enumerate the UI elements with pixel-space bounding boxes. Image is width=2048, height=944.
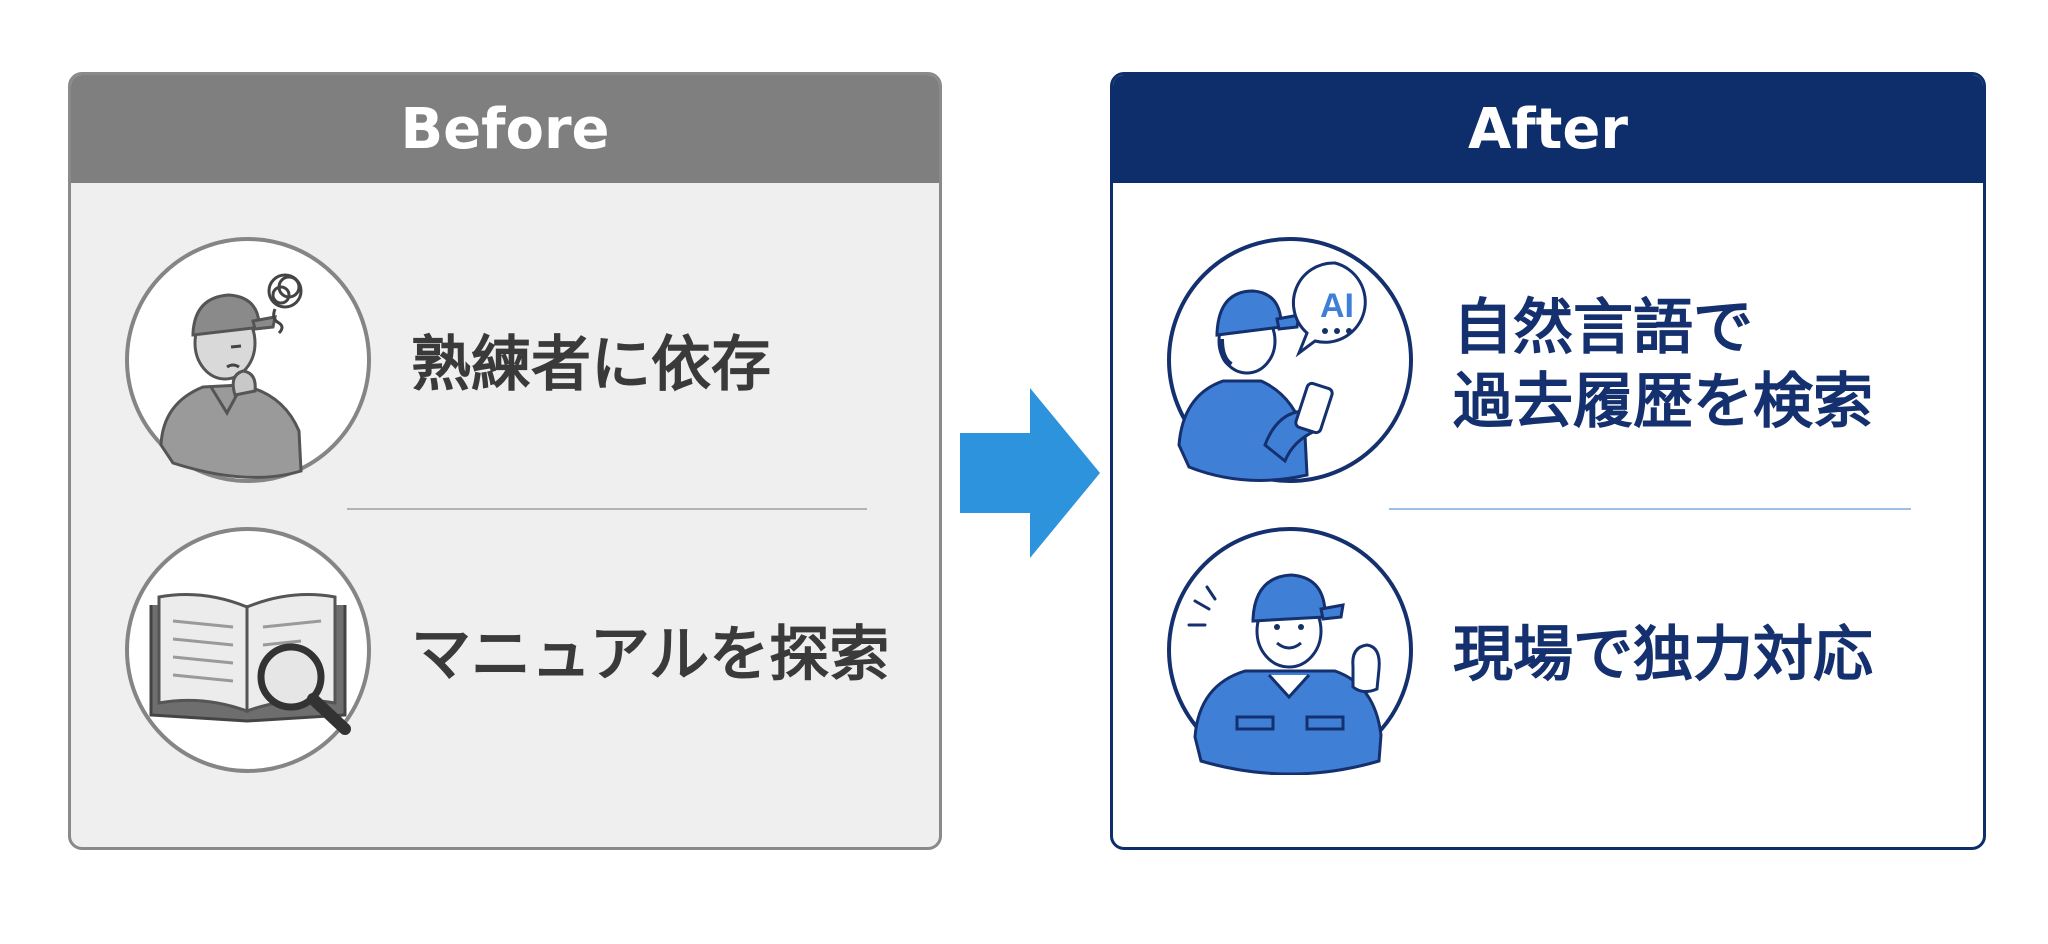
before-divider [347, 508, 867, 510]
transition-arrow-icon [960, 388, 1100, 558]
before-item-expert-dependence: 熟練者に依存 [71, 235, 939, 495]
before-header: Before [71, 75, 939, 183]
before-panel: Before [68, 72, 942, 850]
after-item-natural-language-search: AI 自然言語で 過去履歴を検索 [1113, 235, 1983, 495]
after-item-2-label: 現場で独力対応 [1453, 620, 1873, 690]
before-item-2-label: マニュアルを探索 [411, 620, 890, 690]
before-item-manual-search: マニュアルを探索 [71, 525, 939, 785]
after-header: After [1113, 75, 1983, 183]
manual-search-icon [123, 525, 373, 775]
ai-bubble-text: AI [1320, 287, 1354, 325]
after-panel: After AI [1110, 72, 1986, 850]
after-divider [1389, 508, 1911, 510]
worker-ai-phone-icon: AI [1165, 235, 1415, 485]
before-item-1-label: 熟練者に依存 [411, 330, 771, 400]
worried-worker-icon [123, 235, 373, 485]
confident-worker-icon [1165, 525, 1415, 775]
after-item-field-independence: 現場で独力対応 [1113, 525, 1983, 785]
after-item-1-label: 自然言語で 過去履歴を検索 [1453, 293, 1873, 437]
